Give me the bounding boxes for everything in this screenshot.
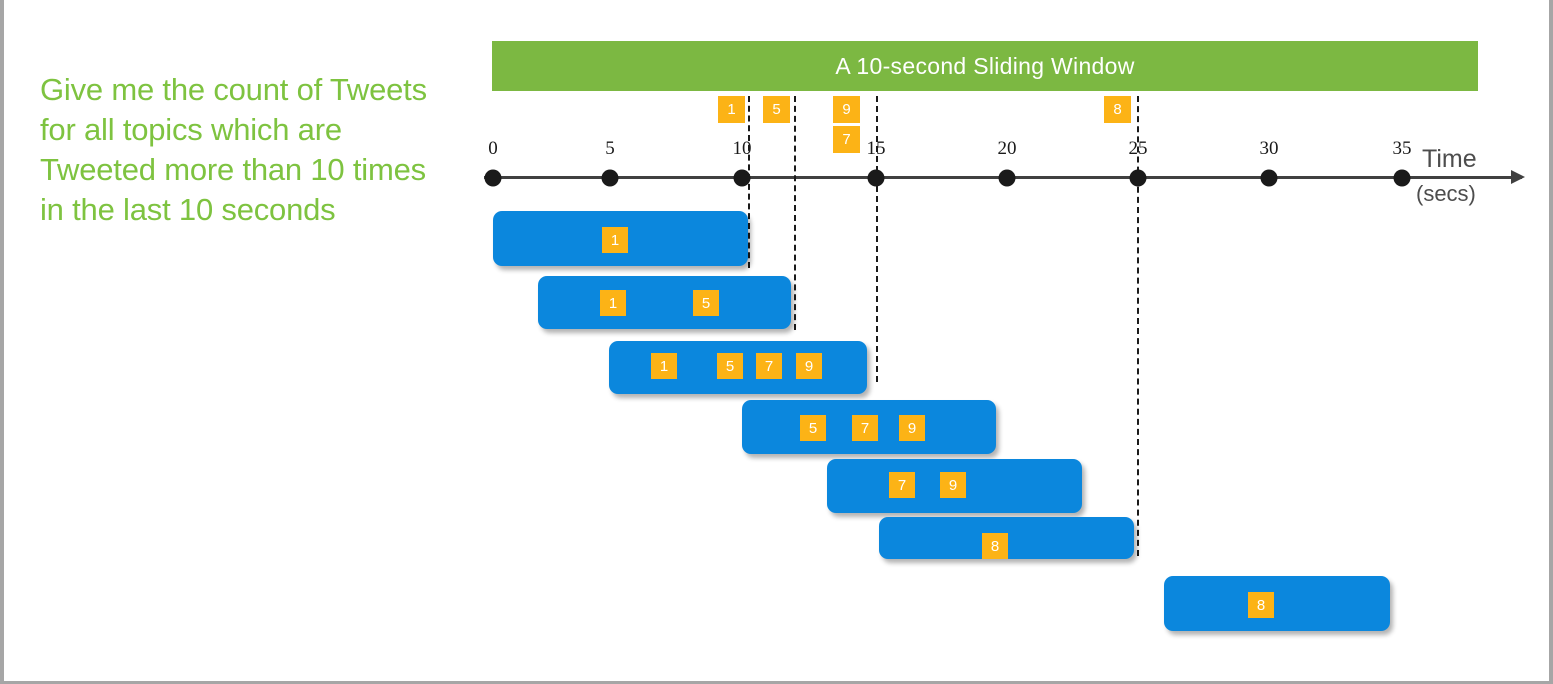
- tick-dot: [601, 169, 619, 187]
- window-bar-tag: 5: [800, 415, 826, 441]
- window-bar-tag: 1: [651, 353, 677, 379]
- window-bar-tag: 9: [899, 415, 925, 441]
- tick-label: 35: [1392, 138, 1412, 159]
- window-bar-tag: 8: [1248, 592, 1274, 618]
- tick-dot: [1260, 169, 1278, 187]
- window-bar-tag: 1: [600, 290, 626, 316]
- tick-label: 20: [997, 138, 1017, 159]
- window-bar-tag: 8: [982, 533, 1008, 559]
- tick-label: 5: [605, 138, 615, 159]
- axis-event-marker: 9: [833, 96, 860, 123]
- sliding-window-banner: A 10-second Sliding Window: [492, 41, 1478, 91]
- window-bar: [538, 276, 791, 329]
- axis-event-marker: 5: [763, 96, 790, 123]
- window-bar: [1164, 576, 1390, 631]
- guide-line: [748, 96, 750, 268]
- window-bar-tag: 5: [717, 353, 743, 379]
- axis-event-marker: 8: [1104, 96, 1131, 123]
- window-bar-tag: 1: [602, 227, 628, 253]
- window-bar-tag: 7: [852, 415, 878, 441]
- axis-event-marker: 1: [718, 96, 745, 123]
- axis-time-label: Time: [1422, 145, 1477, 173]
- guide-line: [876, 96, 878, 382]
- window-bar-tag: 7: [756, 353, 782, 379]
- axis-units-label: (secs): [1416, 181, 1476, 206]
- sliding-window-banner-label: A 10-second Sliding Window: [835, 52, 1135, 79]
- tick-dot: [1393, 169, 1411, 187]
- tick-dot: [998, 169, 1016, 187]
- tick-dot: [733, 169, 751, 187]
- tick-label: 0: [488, 138, 498, 159]
- window-bar-tag: 9: [796, 353, 822, 379]
- guide-line: [1137, 96, 1139, 556]
- window-bar-tag: 9: [940, 472, 966, 498]
- window-bar-tag: 5: [693, 290, 719, 316]
- guide-line: [794, 96, 796, 330]
- axis-event-marker: 7: [833, 126, 860, 153]
- tick-label: 10: [732, 138, 752, 159]
- timeline-arrow-icon: [1511, 170, 1525, 184]
- tick-label: 30: [1259, 138, 1279, 159]
- tick-dot: [484, 169, 502, 187]
- question-annotation: Give me the count of Tweets for all topi…: [40, 72, 427, 227]
- window-bar-tag: 7: [889, 472, 915, 498]
